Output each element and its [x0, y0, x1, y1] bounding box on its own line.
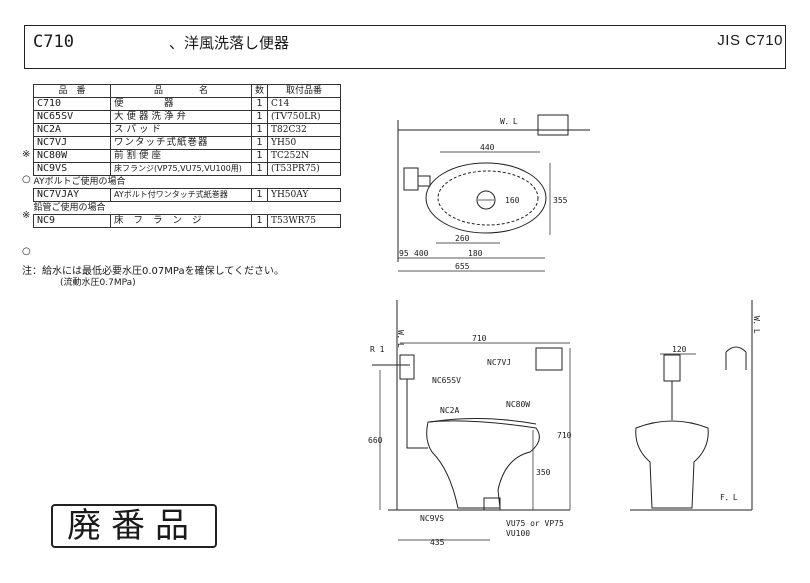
side-dim-350: 350 [536, 468, 551, 477]
side-flush-pipe [406, 379, 428, 449]
side-dim-435: 435 [430, 538, 445, 547]
side-nc65sv-label: NC65SV [432, 376, 461, 385]
plan-dim-400: 400 [414, 249, 429, 258]
plan-dim-95: 95 [399, 249, 409, 258]
plan-dim-180: 180 [468, 249, 483, 258]
side-bowl [426, 420, 540, 509]
side-dim-710h: 710 [472, 334, 487, 343]
front-view [630, 300, 753, 511]
part-qty: 1 [250, 123, 269, 137]
front-bowl [635, 420, 709, 509]
plan-dim-655: 655 [455, 262, 470, 271]
mark-nc7vjay: ※ [22, 210, 31, 221]
side-paper-holder [535, 347, 563, 371]
part-name: 床フランジ [110, 214, 252, 228]
front-dim-120: 120 [672, 345, 687, 354]
section-row: 鉛管ご使用の場合 [34, 202, 341, 215]
front-wl-label: W．L [752, 316, 761, 334]
part-qty: 1 [250, 188, 269, 202]
plan-dim-260: 260 [455, 234, 470, 243]
plan-dim-160: 160 [505, 196, 520, 205]
plan-paper-holder [537, 114, 569, 136]
side-seat [429, 417, 537, 425]
table-row: NC9 床フランジ 1 T53WR75 [33, 214, 342, 228]
side-dim-710v: 710 [557, 431, 572, 440]
front-paper-holder [725, 346, 747, 370]
plan-dim-355: 355 [553, 196, 568, 205]
side-flush-valve [399, 354, 415, 380]
standard-code: JIS C710 [717, 32, 783, 49]
front-flush-valve [663, 354, 681, 382]
table-row: NC2A スパッド 1 T82C32 [33, 123, 342, 137]
side-wl-label: W．L [396, 330, 405, 348]
plan-view [397, 114, 590, 272]
plan-valve [403, 167, 419, 191]
plan-bowl-outer [425, 162, 547, 234]
part-qty: 1 [250, 162, 269, 176]
part-ref: (T53PR75) [267, 162, 342, 176]
part-name: 床フランジ(VP75,VU75,VU100用) [110, 162, 252, 176]
plan-bowl-inner [437, 170, 539, 226]
mark-nc9vs: ○ [22, 174, 31, 185]
table-row: NC80W 前割便座 1 TC252N [33, 149, 342, 163]
table-row: NC9VS 床フランジ(VP75,VU75,VU100用) 1 (T53PR75… [33, 162, 342, 176]
table-row: NC7VJ ワンタッチ式紙巻器 1 YH50 [33, 136, 342, 150]
side-r1-label: R 1 [370, 345, 385, 354]
table-header-row: 品 番 品 名 数 取付品番 [33, 84, 342, 98]
plan-drain [476, 190, 496, 210]
front-fl-label: F．L [720, 493, 738, 502]
part-code: NC7VJAY [33, 188, 111, 202]
side-nc80w-label: NC80W [506, 400, 530, 409]
part-code: NC9 [33, 214, 111, 228]
pressure-subnote: (流動水圧0.7MPa) [60, 278, 136, 288]
part-name: AYボルト付ワンタッチ式紙巻器 [110, 188, 252, 202]
mark-nc9: ○ [22, 246, 31, 257]
title-bar: C710 、洋風洗落し便器 JIS C710 [24, 25, 786, 69]
side-nc9vs-label: NC9VS [420, 514, 444, 523]
side-vu100-label: VU100 [506, 529, 530, 538]
col-header-qty: 数 [250, 84, 269, 98]
side-nc2a-label: NC2A [440, 406, 459, 415]
side-nc7vj-label: NC7VJ [487, 358, 511, 367]
side-dim-660: 660 [368, 436, 383, 445]
section-lead-label: 鉛管ご使用の場合 [33, 203, 106, 213]
side-vu75-label: VU75 or VP75 [506, 519, 564, 528]
table-row: NC7VJAY AYボルト付ワンタッチ式紙巻器 1 YH50AY [33, 188, 342, 202]
part-qty: 1 [250, 214, 269, 228]
section-row: AYボルトご使用の場合 [34, 176, 341, 189]
table-row: NC65SV 大便器洗浄弁 1 (TV750LR) [33, 110, 342, 124]
parts-table: 品 番 品 名 数 取付品番 C710 便 器 1 C14 NC65SV 大便器… [33, 84, 342, 228]
product-title: 、洋風洗落し便器 [169, 34, 290, 52]
discontinued-stamp: 廃番品 [51, 504, 217, 548]
plan-dim-440: 440 [480, 143, 495, 152]
side-flange [483, 497, 501, 511]
part-ref: YH50AY [267, 188, 342, 202]
section-ay-label: AYボルトご使用の場合 [33, 177, 126, 187]
plan-valve-joint [417, 175, 431, 187]
side-view [372, 300, 571, 541]
part-ref: T53WR75 [267, 214, 342, 228]
mark-nc7vj: ※ [22, 149, 31, 160]
plan-wl-label: W．L [500, 117, 518, 126]
model-code: C710 [33, 32, 74, 52]
pressure-note: 注：給水には最低必要水圧0.07MPaを確保してください。 [22, 266, 285, 277]
